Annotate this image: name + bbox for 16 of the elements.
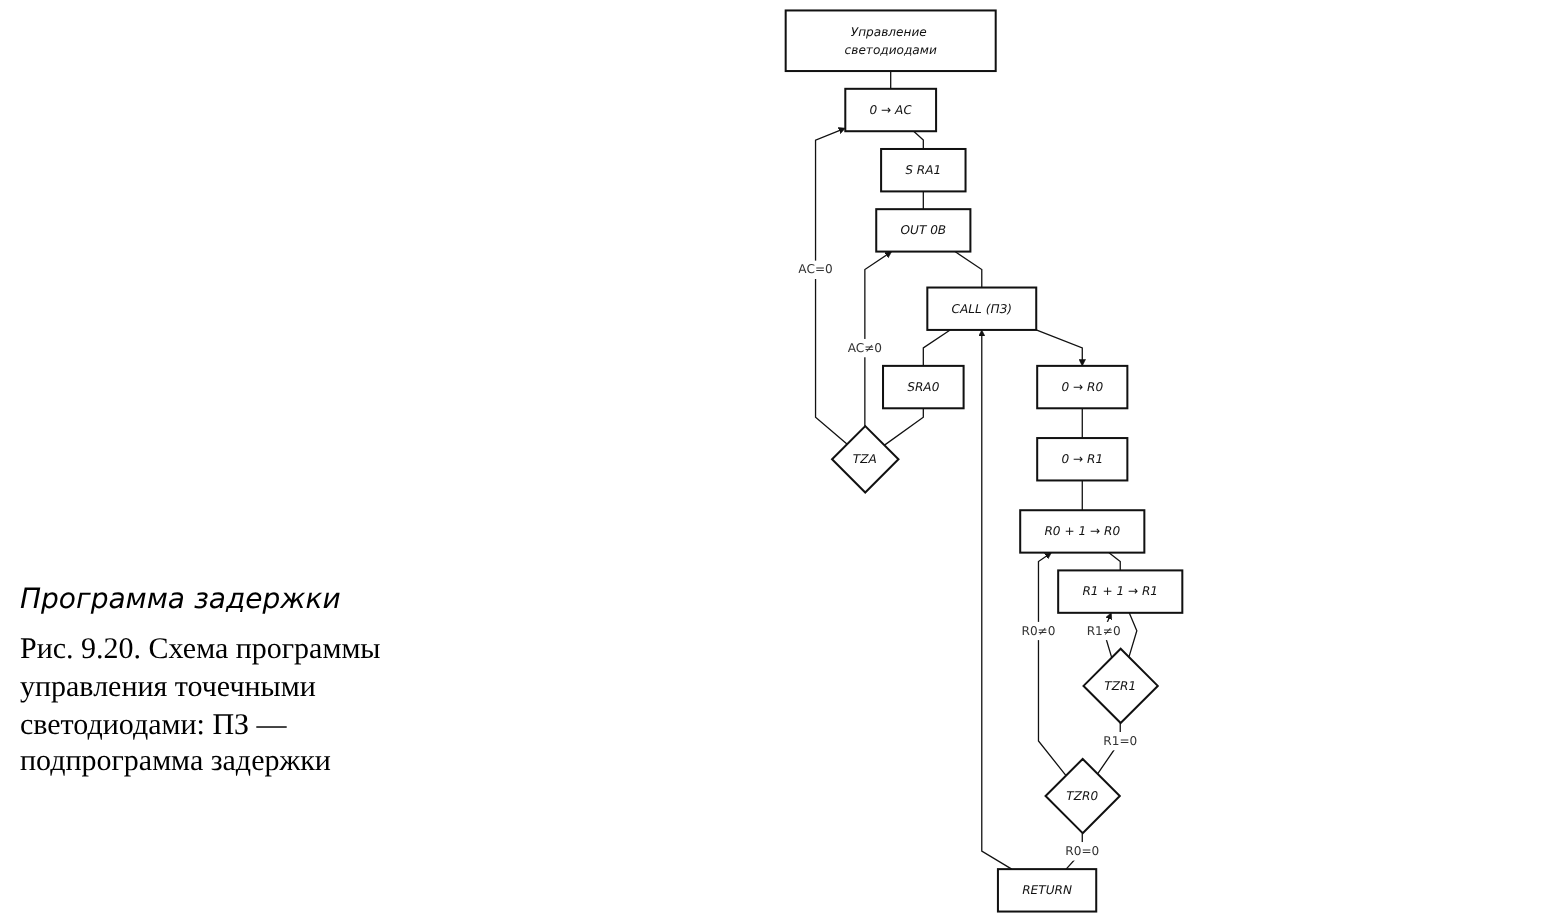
connector (883, 407, 924, 446)
connector (1128, 612, 1138, 658)
arrow (1037, 552, 1067, 777)
connector (954, 250, 983, 289)
connector (1108, 552, 1121, 572)
heading-label: Программа задержки (20, 584, 343, 616)
arrow (814, 127, 848, 445)
connector (1081, 479, 1083, 511)
connector (1081, 407, 1083, 439)
figure-caption: Рис. 9.20. Схема программы управления точечными светодиодами: ПЗ — подпрограмма задержки (20, 632, 383, 782)
connector (922, 329, 951, 367)
connector (1096, 722, 1121, 775)
arrow (864, 251, 892, 427)
arrow (1035, 329, 1086, 367)
arrow (978, 329, 1013, 870)
connector (913, 130, 924, 150)
